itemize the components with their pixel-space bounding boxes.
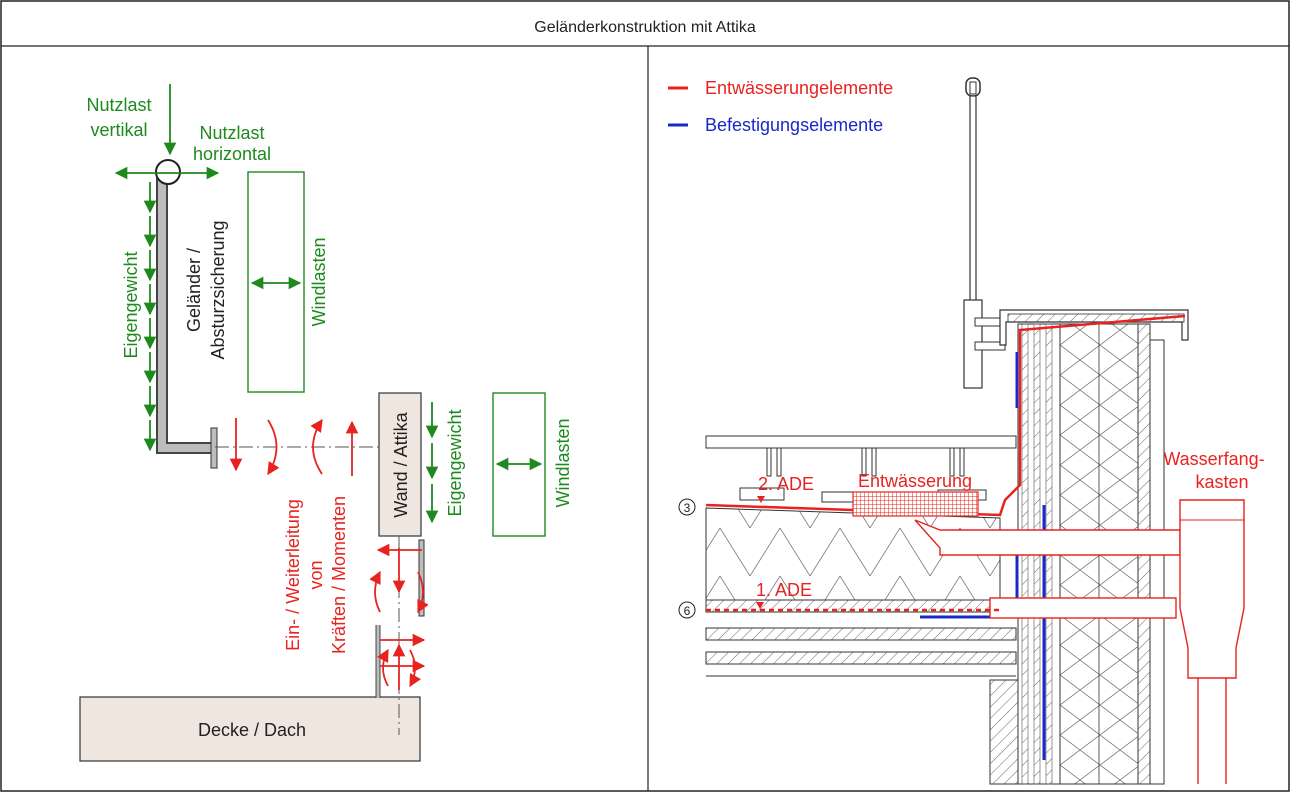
drain-pipe-lower [989, 597, 1177, 619]
left-panel: Decke / Dach Nutzlast vertikal Nutzlast … [79, 84, 573, 762]
wall-cladding [1149, 339, 1165, 785]
slab-forces [376, 633, 426, 690]
ade-2-label: 2. ADE [758, 474, 814, 494]
legend-fastening-label: Befestigungselemente [705, 115, 883, 135]
wind-box-1 [247, 171, 305, 393]
railing-label-2: Absturzsicherung [208, 220, 228, 359]
water-catch-box [1179, 499, 1245, 679]
roof-deck-1 [705, 627, 1017, 641]
drainage-label: Entwässerung [858, 471, 972, 491]
railing-base-forces [229, 418, 359, 476]
transfer-label-3: Kräften / Momenten [329, 496, 349, 654]
ade-1-label: 1. ADE [756, 580, 812, 600]
right-panel: Entwässerungelemente Befestigungselement… [668, 77, 1265, 785]
transfer-label-1: Ein- / Weiterleitung [283, 499, 303, 651]
handrail-tube [155, 159, 181, 185]
drainage-grate [852, 491, 979, 517]
slab-block [79, 696, 421, 762]
wind-loads-label-1: Windlasten [309, 237, 329, 326]
roof-walkway [705, 435, 1017, 449]
diagram-title: Geländerkonstruktion mit Attika [534, 19, 756, 36]
wall-lower-board [989, 679, 1019, 785]
railing-label-1: Geländer / [184, 248, 204, 332]
transfer-label-2: von [306, 560, 326, 589]
wind-loads-label-2: Windlasten [553, 418, 573, 507]
load-horizontal-label-1: Nutzlast [199, 123, 264, 143]
load-horizontal-label-2: horizontal [193, 144, 271, 164]
svg-text:6: 6 [684, 604, 691, 618]
railing-plate [210, 427, 218, 469]
wall-base-forces [369, 543, 429, 614]
roof-deck-2 [705, 651, 1017, 665]
water-box-label-1: Wasserfang- [1163, 449, 1264, 469]
wall-attika-block [378, 392, 422, 537]
load-vertical-label-2: vertikal [90, 120, 147, 140]
marker-6 [678, 601, 696, 619]
walkway-supports [766, 447, 965, 477]
slab-label: Decke / Dach [198, 720, 306, 740]
legend-drainage-label: Entwässerungelemente [705, 78, 893, 98]
self-weight-wall-label: Eigengewicht [445, 409, 465, 516]
railing-post [158, 178, 212, 452]
svg-text:3: 3 [684, 501, 691, 515]
load-vertical-label-1: Nutzlast [86, 95, 151, 115]
self-weight-railing-label: Eigengewicht [121, 251, 141, 358]
water-box-label-2: kasten [1195, 472, 1248, 492]
wind-box-2 [492, 392, 546, 537]
marker-3 [678, 498, 696, 516]
wall-label: Wand / Attika [391, 411, 411, 517]
